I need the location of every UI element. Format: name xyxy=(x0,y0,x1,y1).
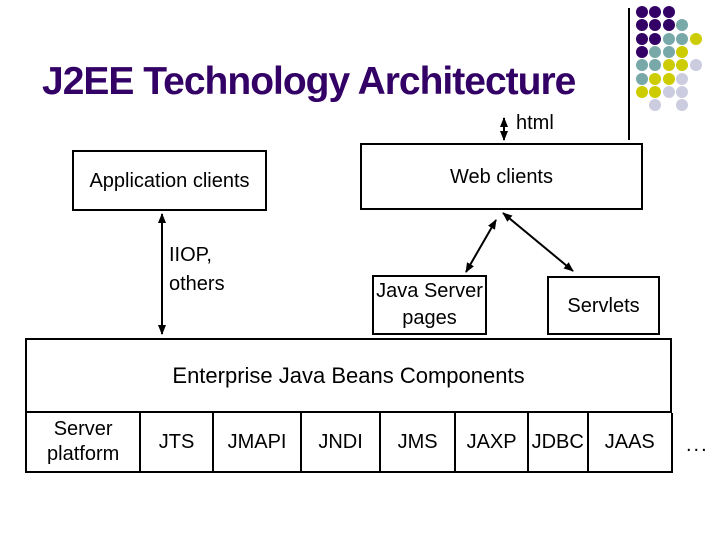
decor-dot xyxy=(676,32,689,45)
html-label: html xyxy=(516,112,554,134)
decor-dot xyxy=(649,6,662,18)
api-cell-jaas: JAAS xyxy=(586,413,671,471)
decor-dot xyxy=(636,32,648,45)
decor-dot xyxy=(636,59,648,72)
iiop-label: IIOP, others xyxy=(169,241,225,299)
dot-grid xyxy=(636,6,716,118)
decor-dot xyxy=(636,6,648,18)
decor-dot xyxy=(636,86,648,99)
slide-title: J2EE Technology Architecture xyxy=(42,60,576,103)
ellipsis-label: ... xyxy=(686,434,709,456)
iiop-label-line2: others xyxy=(169,273,225,295)
decor-vertical-line xyxy=(628,8,630,140)
decor-dot xyxy=(649,86,662,99)
api-cell-jms: JMS xyxy=(378,413,455,471)
decor-dot xyxy=(676,59,689,72)
application-clients-label: Application clients xyxy=(89,169,250,192)
api-cell-jts: JTS xyxy=(139,413,212,471)
jsp-box: Java Server pages xyxy=(372,275,487,335)
decor-dot xyxy=(649,32,662,45)
api-cell-jdbc: JDBC xyxy=(526,413,587,471)
decor-dot xyxy=(676,99,689,112)
server-platform-line2: platform xyxy=(47,443,120,465)
decor-dot xyxy=(662,46,675,59)
api-cell-jndi: JNDI xyxy=(300,413,379,471)
web-clients-box: Web clients xyxy=(360,143,643,210)
decor-dot xyxy=(676,72,689,85)
decor-dot xyxy=(649,46,662,59)
decor-dot xyxy=(662,86,675,99)
decor-dot xyxy=(649,19,662,32)
decor-dot xyxy=(689,59,702,72)
platform-row: Server platform JTS JMAPI JNDI JMS JAXP … xyxy=(25,413,673,473)
api-cell-jaxp: JAXP xyxy=(454,413,527,471)
jsp-label-line2: pages xyxy=(402,307,457,329)
decor-dot xyxy=(676,46,689,59)
api-label-jndi: JNDI xyxy=(318,430,363,453)
decor-dot xyxy=(662,19,675,32)
iiop-label-line1: IIOP, xyxy=(169,244,212,266)
web-to-servlets-arrow xyxy=(502,212,574,272)
decor-dot xyxy=(649,59,662,72)
api-label-jms: JMS xyxy=(397,430,438,453)
decor-dot xyxy=(649,72,662,85)
decor-dot xyxy=(649,99,662,112)
decor-dot xyxy=(676,19,689,32)
application-clients-box: Application clients xyxy=(72,150,267,211)
api-label-jts: JTS xyxy=(158,430,195,453)
decor-dot xyxy=(662,32,675,45)
decor-dot xyxy=(662,59,675,72)
ejb-label: Enterprise Java Beans Components xyxy=(172,362,525,388)
decor-dot xyxy=(636,19,648,32)
decor-dot xyxy=(636,46,648,59)
api-label-jaxp: JAXP xyxy=(466,430,517,453)
server-platform-cell: Server platform xyxy=(27,413,139,471)
decor-dot xyxy=(636,72,648,85)
api-label-jmapi: JMAPI xyxy=(227,430,287,453)
decor-dot xyxy=(689,32,702,45)
decor-dot xyxy=(662,72,675,85)
api-cell-jmapi: JMAPI xyxy=(211,413,300,471)
api-label-jdbc: JDBC xyxy=(531,430,584,453)
web-to-jsp-arrow xyxy=(465,219,497,273)
ejb-box: Enterprise Java Beans Components xyxy=(25,338,672,413)
api-label-jaas: JAAS xyxy=(604,430,655,453)
servlets-label: Servlets xyxy=(567,294,640,317)
server-platform-line1: Server xyxy=(53,418,113,440)
decor-dot xyxy=(662,6,675,18)
servlets-box: Servlets xyxy=(547,276,660,335)
web-clients-label: Web clients xyxy=(449,165,553,188)
decor-dot xyxy=(676,86,689,99)
jsp-label-line1: Java Server xyxy=(376,280,483,302)
